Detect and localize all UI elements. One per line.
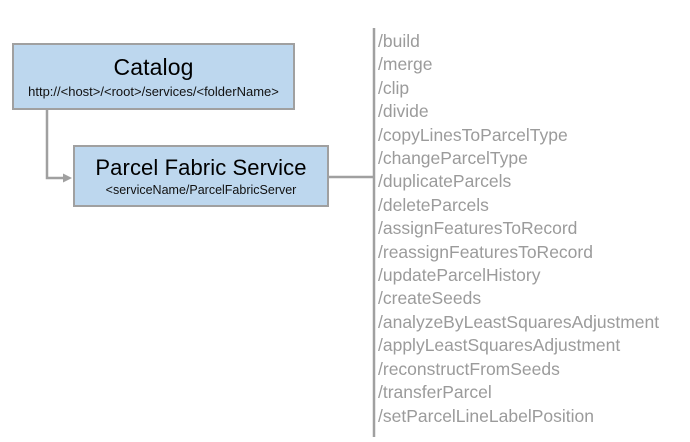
operation-item: /divide	[378, 101, 429, 122]
operation-item: /deleteParcels	[378, 194, 489, 215]
operation-item: /duplicateParcels	[378, 171, 512, 192]
operation-item: /reconstructFromSeeds	[378, 358, 560, 379]
operation-item: /reassignFeaturesToRecord	[378, 241, 593, 262]
operation-item: /changeParcelType	[378, 148, 528, 169]
operation-item: /assignFeaturesToRecord	[378, 218, 578, 239]
node-parcel-fabric-service-path: <serviceName/ParcelFabricServer	[105, 182, 297, 197]
connector-catalog-to-service	[45, 110, 68, 180]
operation-item: /applyLeastSquaresAdjustment	[378, 335, 621, 356]
operations-list: /build/merge/clip/divide/copyLinesToParc…	[378, 30, 684, 428]
operation-item: /transferParcel	[378, 382, 492, 403]
operation-item: /updateParcelHistory	[378, 265, 541, 286]
node-catalog-url: http://<host>/<root>/services/<folderNam…	[28, 83, 279, 99]
node-parcel-fabric-service-title: Parcel Fabric Service	[95, 154, 307, 180]
operation-item: /merge	[378, 54, 433, 75]
node-catalog: Catalog http://<host>/<root>/services/<f…	[12, 43, 295, 110]
operation-item: /analyzeByLeastSquaresAdjustment	[378, 311, 660, 332]
node-catalog-title: Catalog	[113, 53, 194, 80]
operation-item: /copyLinesToParcelType	[378, 124, 568, 145]
operation-item: /build	[378, 31, 420, 51]
operation-item: /setParcelLineLabelPosition	[378, 405, 594, 426]
operation-item: /clip	[378, 77, 410, 98]
node-parcel-fabric-service: Parcel Fabric Service <serviceName/Parce…	[73, 145, 329, 207]
connector-arrowhead-icon	[63, 173, 72, 183]
operation-item: /createSeeds	[378, 288, 482, 309]
